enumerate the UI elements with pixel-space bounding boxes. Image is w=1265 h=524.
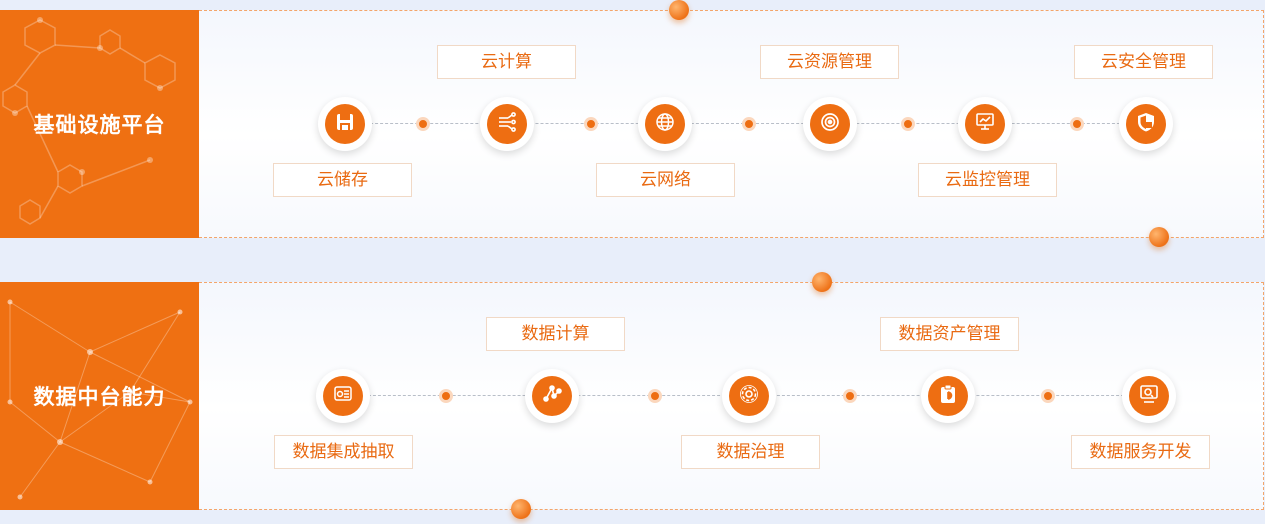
section-panel: 云储存 云计算 云网络 云资源管理 云监控管理 云安全管理 [199,10,1264,238]
connector-dot [843,389,857,403]
section-panel: 数据集成抽取 数据计算 数据治理 数据资产管理 数据服务开发 [199,282,1264,510]
tag-cloud-compute: 云计算 [437,45,576,79]
decorative-ball [511,499,531,519]
section-header-data: 数据中台能力 [0,282,199,510]
data-middle-platform-section: 数据中台能力 [0,282,1265,510]
connector-dot [1070,117,1084,131]
hexagon-pattern-decoration [2,17,176,225]
service-icon [1138,383,1160,409]
infrastructure-section: 基础设施平台 [0,10,1265,238]
section-header-infrastructure: 基础设施平台 [0,10,199,238]
decorative-ball [1149,227,1169,247]
node-data-service[interactable] [1122,369,1176,423]
asset-icon [937,383,959,409]
target-icon [819,111,841,137]
shield-icon [1135,111,1157,137]
connector-dot [648,389,662,403]
node-cloud-storage[interactable] [318,97,372,151]
node-data-asset[interactable] [921,369,975,423]
section-title: 数据中台能力 [33,385,166,409]
graph-icon [541,383,563,409]
monitor-icon [974,111,996,137]
tag-data-governance: 数据治理 [681,435,820,469]
network-pattern-decoration [7,299,193,500]
tag-cloud-security: 云安全管理 [1074,45,1213,79]
node-data-integration[interactable] [316,369,370,423]
decorative-ball [669,0,689,20]
tag-data-integration: 数据集成抽取 [274,435,413,469]
node-data-compute[interactable] [525,369,579,423]
tag-data-compute: 数据计算 [486,317,625,351]
storage-icon [334,111,356,137]
node-cloud-resource[interactable] [803,97,857,151]
tag-cloud-monitor: 云监控管理 [918,163,1057,197]
tag-data-asset: 数据资产管理 [880,317,1019,351]
tag-cloud-network: 云网络 [596,163,735,197]
connector-dot [1041,389,1055,403]
connector-dot [416,117,430,131]
compute-icon [496,111,518,137]
connector-dot [439,389,453,403]
tag-cloud-resource: 云资源管理 [760,45,899,79]
tag-cloud-storage: 云储存 [273,163,412,197]
node-data-governance[interactable] [722,369,776,423]
tag-data-service: 数据服务开发 [1071,435,1210,469]
globe-icon [654,111,676,137]
section-title: 基础设施平台 [33,113,166,137]
node-cloud-network[interactable] [638,97,692,151]
connector-dot [584,117,598,131]
decorative-ball [812,272,832,292]
node-cloud-security[interactable] [1119,97,1173,151]
integration-icon [332,383,354,409]
connector-dot [742,117,756,131]
node-cloud-monitor[interactable] [958,97,1012,151]
node-cloud-compute[interactable] [480,97,534,151]
connector-dot [901,117,915,131]
gear-icon [738,383,760,409]
